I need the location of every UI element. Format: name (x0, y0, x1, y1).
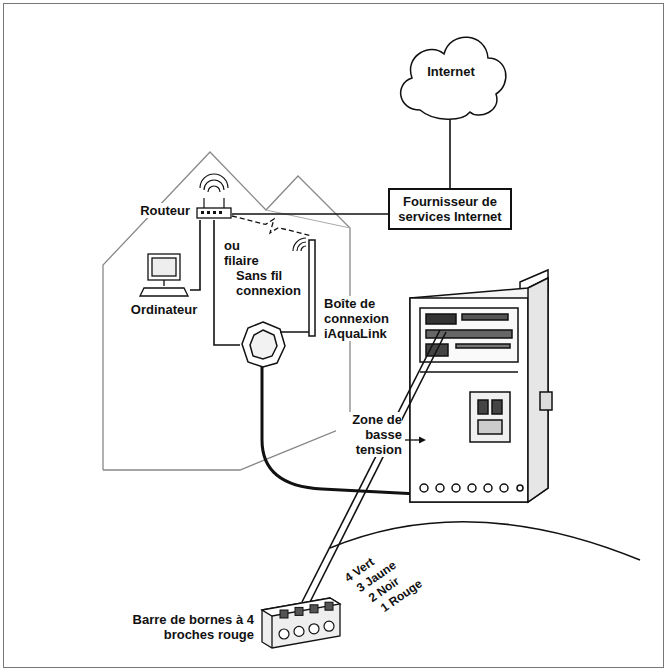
frame (4, 4, 664, 668)
terminal-slot (295, 607, 303, 615)
connector-line (190, 220, 200, 290)
terminal-bar (262, 598, 340, 648)
part-label: Barre de bornes à 4 broches rouge (130, 612, 254, 642)
terminal-slot (325, 602, 333, 610)
terminal-slot (310, 605, 318, 613)
router-icon: Routeur (196, 178, 232, 220)
connection-note: ou filaire (224, 238, 264, 268)
node-label: Internet (390, 64, 512, 79)
leader-arrowhead (419, 437, 426, 444)
connector-line (449, 119, 451, 188)
terminal-screw (279, 629, 289, 639)
power-center-enclosure (410, 270, 552, 502)
node-outline (196, 178, 232, 220)
terminal-screws (279, 602, 334, 639)
detail-arc (330, 522, 640, 560)
terminal-screw (309, 624, 319, 634)
wire (310, 332, 446, 602)
node-label: Routeur (124, 203, 190, 218)
zone-label: Zone de basse tension (336, 412, 402, 457)
house-outline (103, 152, 350, 470)
node-label: Fournisseur de services Internet (393, 194, 507, 224)
node-label: Ordinateur (124, 302, 204, 317)
wired-link (450, 119, 451, 188)
cable (262, 366, 418, 494)
wire (302, 330, 440, 602)
provider-box: Fournisseur de services Internet (388, 188, 512, 230)
connector-line (232, 216, 312, 236)
house-ridge (266, 210, 350, 228)
wired-link (232, 214, 388, 215)
connection-note: Sans fil connexion (236, 268, 308, 298)
cloud-node: Internet (390, 22, 512, 122)
terminal-screw (324, 621, 334, 631)
wired-link (190, 220, 200, 290)
computer-icon: Ordinateur (138, 252, 190, 298)
node-label: Boîte de connexion iAquaLink (324, 296, 400, 341)
terminal-slot (280, 610, 288, 618)
connector-line (232, 213, 388, 215)
wireless-link (232, 216, 312, 236)
terminal-screw (294, 626, 304, 636)
node-outline (138, 252, 190, 298)
